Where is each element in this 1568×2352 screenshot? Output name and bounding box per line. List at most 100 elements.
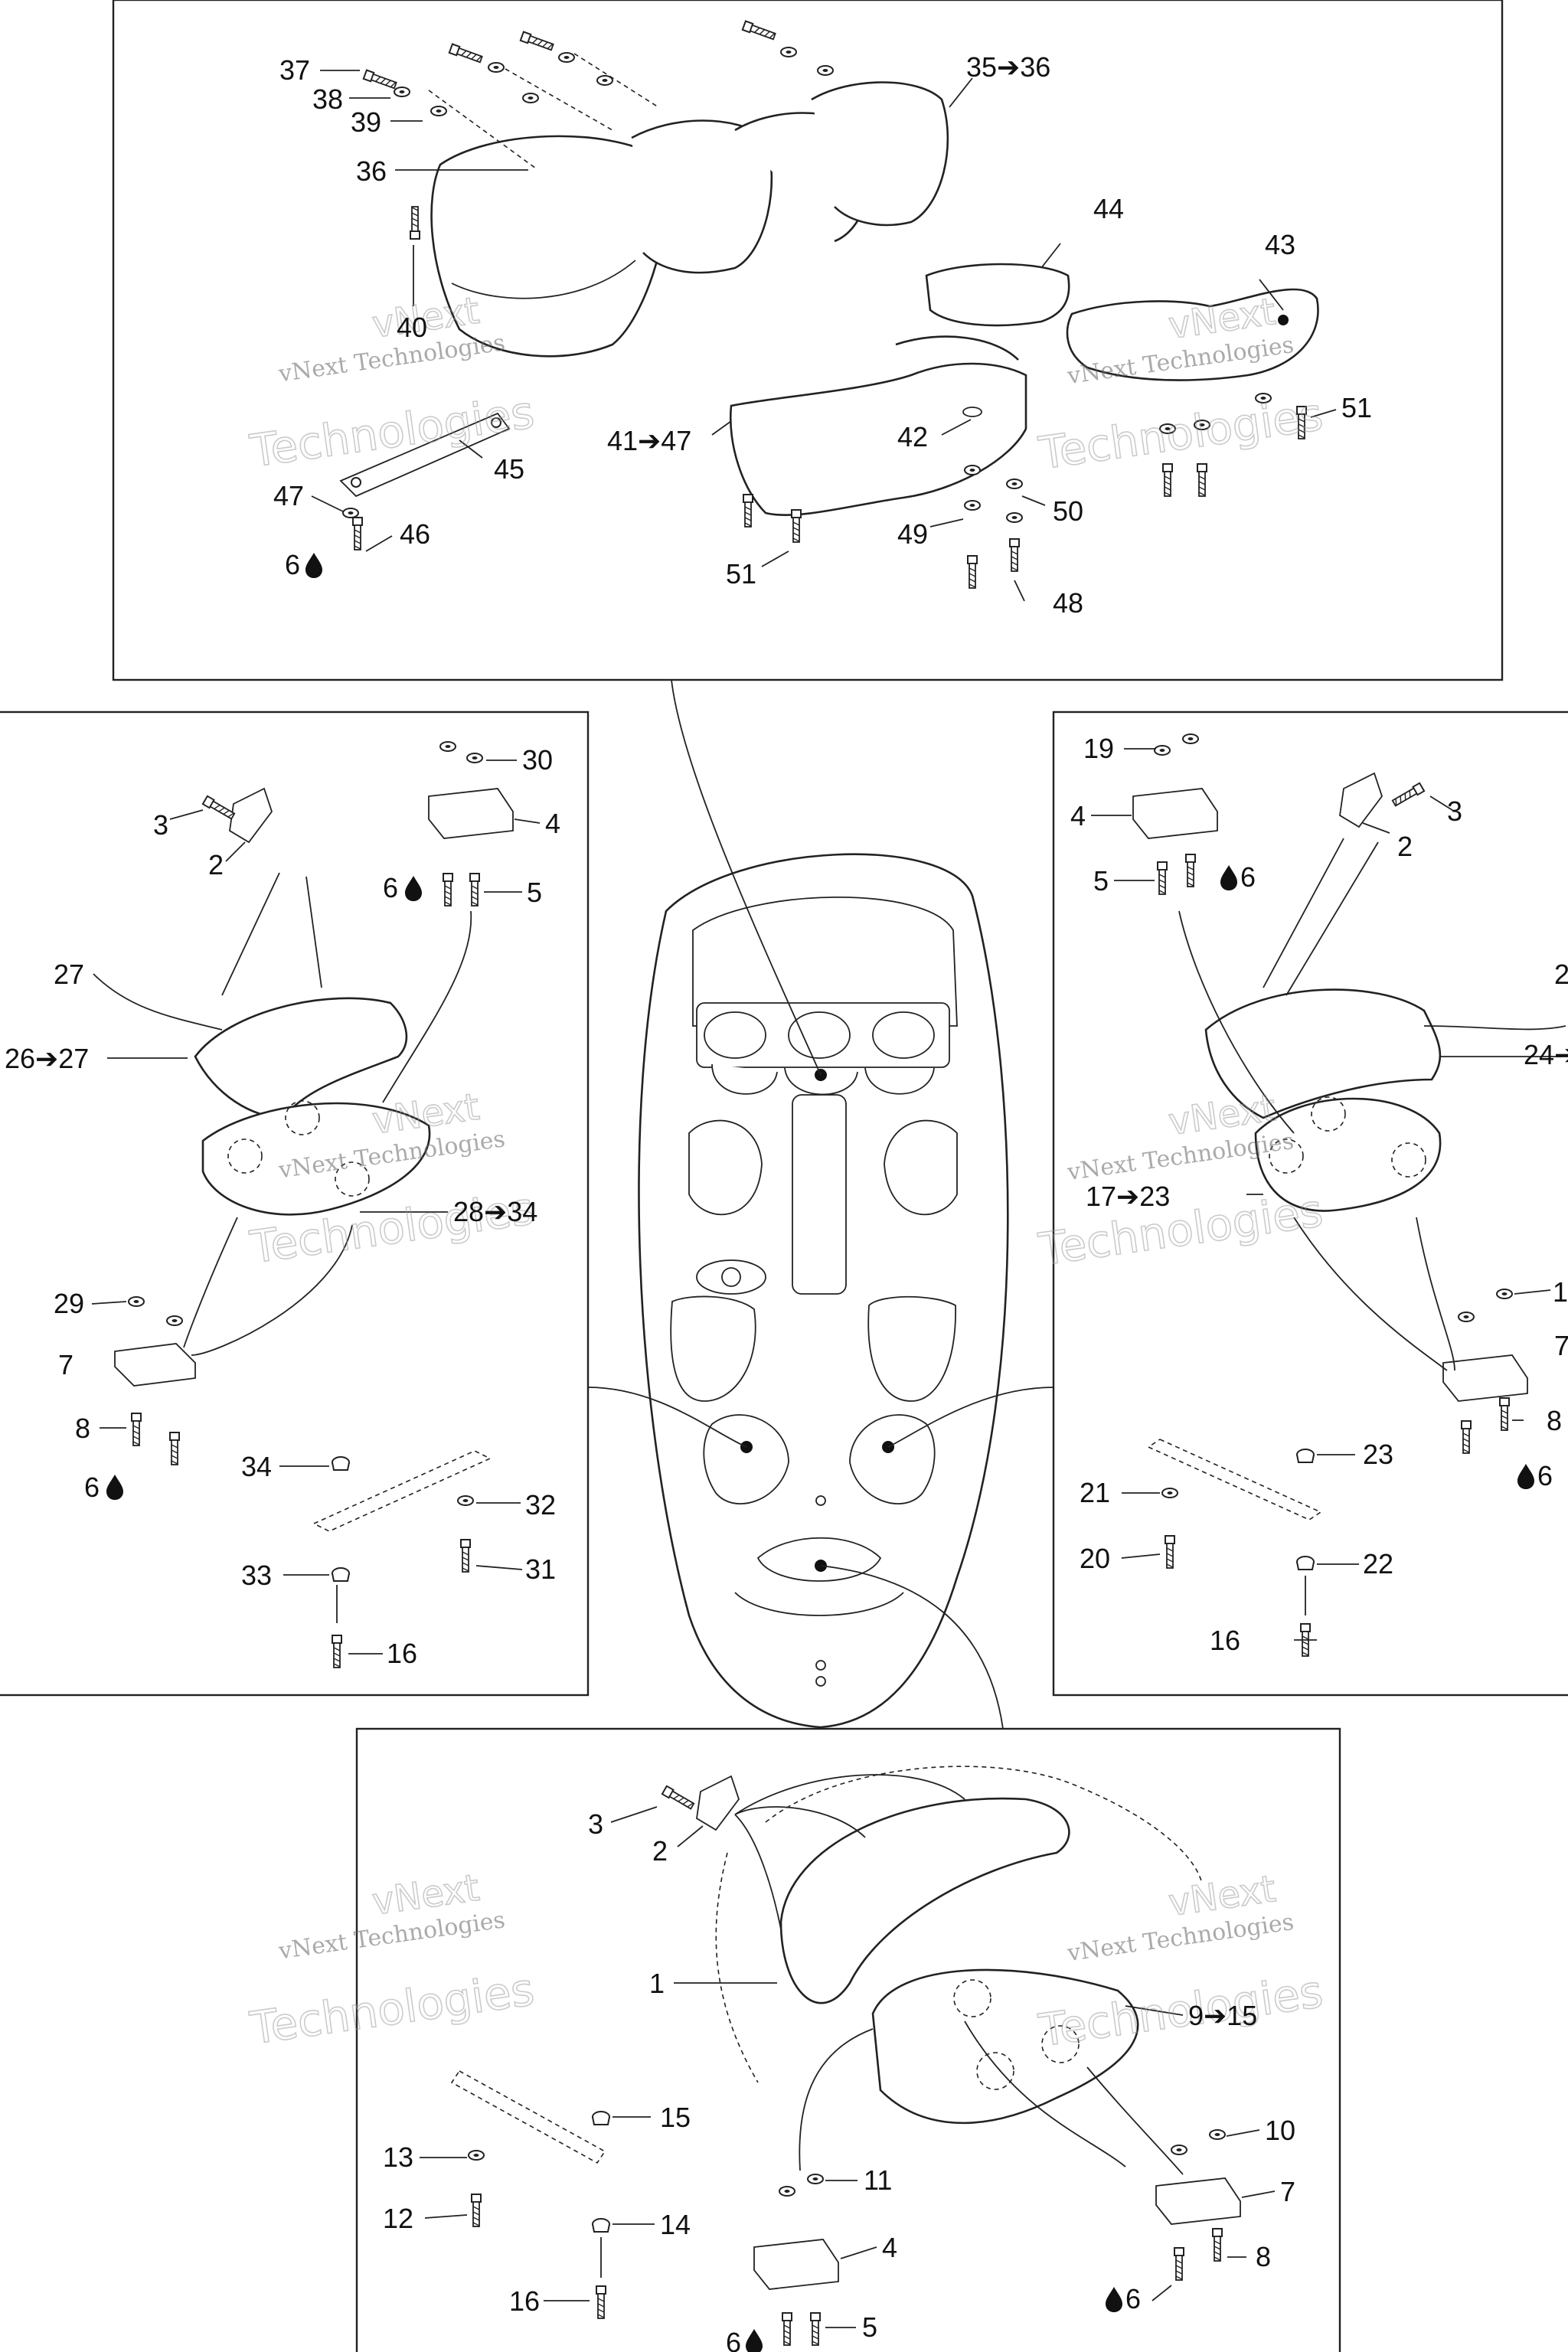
label-25: 25 bbox=[1554, 959, 1568, 990]
label-16-right: 16 bbox=[1210, 1625, 1240, 1656]
label-12: 12 bbox=[383, 2203, 413, 2234]
label-20: 20 bbox=[1080, 1543, 1110, 1574]
label-6-top: 6 bbox=[285, 549, 300, 580]
label-46: 46 bbox=[400, 518, 430, 550]
label-36: 36 bbox=[356, 155, 387, 187]
right-brackets bbox=[1132, 772, 1528, 1521]
right-seat-cushion bbox=[1254, 1096, 1442, 1212]
label-31: 31 bbox=[525, 1553, 556, 1585]
label-45: 45 bbox=[494, 453, 524, 485]
label-28-34: 28➔34 bbox=[453, 1196, 537, 1227]
label-7-left: 7 bbox=[58, 1349, 74, 1380]
drop-icon bbox=[1517, 1464, 1534, 1489]
label-6-right-upper: 6 bbox=[1240, 861, 1256, 893]
bottom-backrest bbox=[765, 1766, 1203, 2004]
label-7-right: 7 bbox=[1554, 1330, 1568, 1361]
rear-seat-assembly bbox=[729, 263, 1319, 516]
svg-text:Technologies: Technologies bbox=[1035, 1965, 1325, 2056]
label-33: 33 bbox=[241, 1560, 272, 1591]
label-8-right: 8 bbox=[1547, 1405, 1562, 1436]
label-34: 34 bbox=[241, 1451, 272, 1482]
label-4-right: 4 bbox=[1070, 800, 1086, 831]
label-10: 10 bbox=[1265, 2115, 1295, 2146]
label-9-15: 9➔15 bbox=[1188, 2000, 1257, 2031]
label-14: 14 bbox=[660, 2209, 691, 2240]
panel-left bbox=[0, 710, 590, 1697]
label-4-left: 4 bbox=[545, 808, 560, 839]
label-5-left: 5 bbox=[527, 877, 542, 908]
label-22: 22 bbox=[1363, 1548, 1393, 1579]
label-44: 44 bbox=[1093, 193, 1124, 224]
label-7-bottom: 7 bbox=[1280, 2176, 1295, 2207]
label-32: 32 bbox=[525, 1489, 556, 1521]
label-5-right: 5 bbox=[1093, 865, 1109, 897]
bracket-45 bbox=[339, 412, 511, 498]
label-6-bottom-left: 6 bbox=[726, 2327, 741, 2352]
label-21: 21 bbox=[1080, 1477, 1110, 1508]
right-backrest bbox=[1204, 988, 1442, 1119]
label-42: 42 bbox=[897, 421, 928, 452]
label-26-27: 26➔27 bbox=[5, 1043, 89, 1074]
label-16-left: 16 bbox=[387, 1638, 417, 1669]
label-17-23: 17➔23 bbox=[1086, 1181, 1170, 1212]
label-51-left: 51 bbox=[726, 558, 756, 590]
left-brackets bbox=[114, 787, 514, 1532]
front-seat-assembly bbox=[430, 81, 949, 358]
label-18: 18 bbox=[1553, 1276, 1568, 1308]
label-38: 38 bbox=[312, 83, 343, 115]
label-6-left-upper: 6 bbox=[383, 872, 398, 903]
label-47: 47 bbox=[273, 480, 304, 511]
svg-text:Technologies: Technologies bbox=[1035, 1184, 1325, 1276]
drop-icon bbox=[1220, 865, 1237, 890]
label-37: 37 bbox=[279, 54, 310, 86]
boat-hull-top-view bbox=[638, 853, 1009, 1729]
label-49: 49 bbox=[897, 518, 928, 550]
drop-icon bbox=[1106, 2287, 1122, 2312]
left-backrest bbox=[194, 997, 408, 1119]
label-3-left: 3 bbox=[153, 809, 168, 841]
label-6-bottom-right: 6 bbox=[1125, 2283, 1141, 2314]
label-24-25: 24➔25 bbox=[1524, 1039, 1568, 1070]
drop-icon bbox=[405, 876, 422, 901]
label-5-bottom: 5 bbox=[862, 2311, 877, 2343]
label-2-left: 2 bbox=[208, 849, 224, 880]
bottom-seat-cushion bbox=[871, 1968, 1139, 2125]
label-6-right-lower: 6 bbox=[1537, 1460, 1553, 1491]
label-29: 29 bbox=[54, 1288, 84, 1319]
label-13: 13 bbox=[383, 2141, 413, 2173]
label-41-47: 41➔47 bbox=[607, 425, 691, 456]
drop-icon bbox=[106, 1475, 123, 1500]
panel-top bbox=[112, 0, 1504, 681]
label-16-bottom: 16 bbox=[509, 2285, 540, 2317]
label-19: 19 bbox=[1083, 733, 1114, 764]
label-2-bottom: 2 bbox=[652, 1835, 668, 1867]
label-48: 48 bbox=[1053, 587, 1083, 619]
label-11: 11 bbox=[864, 2164, 892, 2196]
label-50: 50 bbox=[1053, 495, 1083, 527]
label-6-left-lower: 6 bbox=[84, 1472, 100, 1503]
panel-bottom bbox=[355, 1727, 1341, 2352]
panel-right bbox=[1052, 710, 1568, 1697]
label-8-bottom: 8 bbox=[1256, 2241, 1271, 2272]
label-15: 15 bbox=[660, 2102, 691, 2133]
label-23: 23 bbox=[1363, 1439, 1393, 1470]
watermark-bottom-left: vNext Technologies vNext Technologies bbox=[246, 1866, 537, 2055]
label-27: 27 bbox=[54, 959, 84, 990]
label-3-bottom: 3 bbox=[588, 1808, 603, 1840]
label-1: 1 bbox=[649, 1968, 665, 1999]
label-39: 39 bbox=[351, 106, 381, 138]
label-35-36: 35➔36 bbox=[966, 51, 1050, 83]
label-8-left: 8 bbox=[75, 1413, 90, 1444]
svg-text:Technologies: Technologies bbox=[1035, 388, 1325, 479]
left-seat-cushion bbox=[201, 1100, 431, 1216]
drop-icon bbox=[305, 553, 322, 578]
svg-text:Technologies: Technologies bbox=[247, 1963, 537, 2054]
label-3-right: 3 bbox=[1447, 795, 1462, 827]
watermark-bottom-right: vNext Technologies vNext Technologies bbox=[1035, 1867, 1327, 2057]
bottom-brackets bbox=[450, 1775, 1241, 2290]
label-40: 40 bbox=[397, 312, 427, 343]
label-4-bottom: 4 bbox=[882, 2232, 897, 2263]
label-43: 43 bbox=[1265, 229, 1295, 260]
label-2-right: 2 bbox=[1397, 831, 1413, 862]
